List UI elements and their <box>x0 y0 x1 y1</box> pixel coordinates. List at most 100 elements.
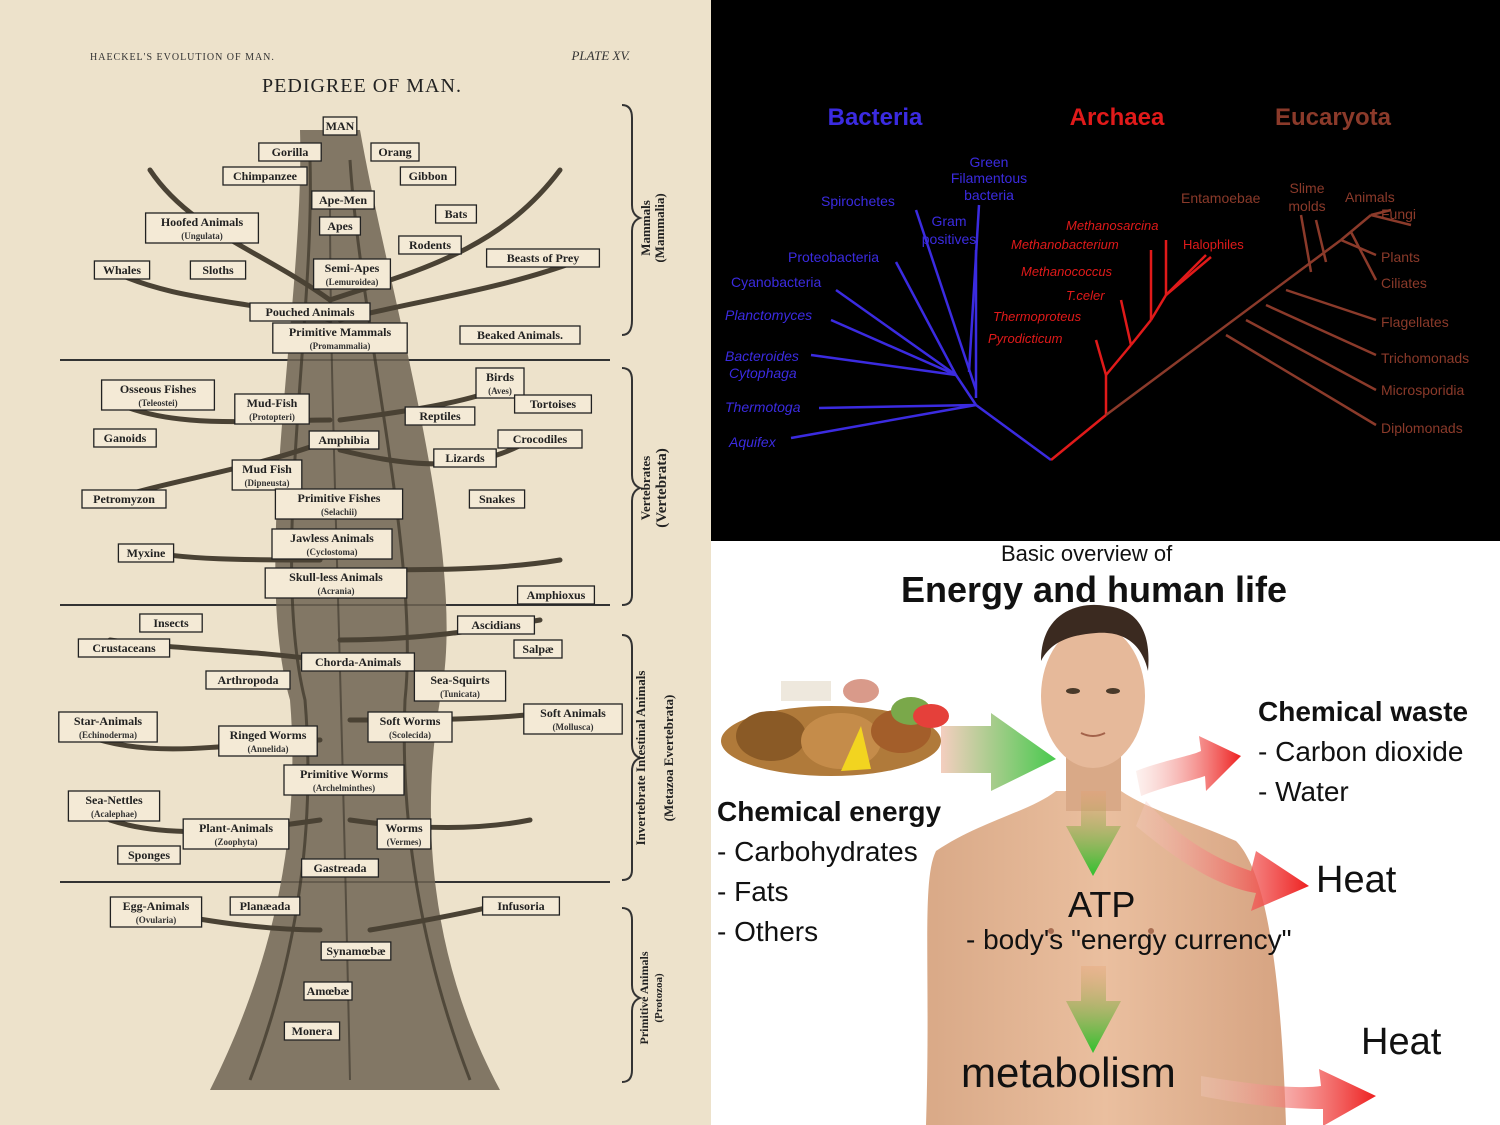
pedigree-node-sublabel: (Aves) <box>488 386 512 396</box>
pedigree-node: Tortoises <box>513 394 593 414</box>
pedigree-node-label: Sea-Squirts <box>430 673 490 687</box>
pedigree-node-sublabel: (Echinoderma) <box>79 730 137 740</box>
pedigree-node-box <box>67 790 161 822</box>
pedigree-node-box <box>77 638 171 658</box>
taxon-cyanobacteria: Cyanobacteria <box>731 274 821 290</box>
pedigree-node-box <box>144 212 260 244</box>
taxon-methanosarcina: Methanosarcina <box>1066 218 1159 233</box>
section-labels: Mammals (Mammalia) Vertebrates (Vertebra… <box>633 193 676 1044</box>
section-label-vertebrates: Vertebrates <box>638 456 653 521</box>
pedigree-node-box <box>322 116 358 136</box>
domain-bacteria: Bacteria <box>828 104 923 131</box>
taxon-molds: molds <box>1288 198 1325 214</box>
pedigree-node-sublabel: (Ovularia) <box>136 915 177 925</box>
pedigree-node: Amœbæ <box>303 981 353 1001</box>
taxon-positives: positives <box>922 231 976 247</box>
pedigree-node: Birds (Aves) <box>475 367 525 399</box>
domain-eucaryota: Eucaryota <box>1275 104 1392 131</box>
pedigree-node-label: Whales <box>103 263 141 277</box>
taxon-thermoproteus: Thermoproteus <box>993 309 1082 324</box>
pedigree-node-sublabel: (Protopteri) <box>249 412 295 422</box>
heat-label-upper: Heat <box>1316 859 1397 901</box>
section-label-invertebrates: Invertebrate Intestinal Animals <box>633 671 648 846</box>
pedigree-node-label: Birds <box>486 370 514 384</box>
pedigree-node-box <box>300 652 416 672</box>
pedigree-node-sublabel: (Acrania) <box>318 586 355 596</box>
pedigree-node: Infusoria <box>481 896 561 916</box>
taxon-bacteria: bacteria <box>964 187 1014 203</box>
chemical-energy-item: - Carbohydrates <box>717 836 918 867</box>
pedigree-node-label: Chimpanzee <box>233 169 298 183</box>
pedigree-node: Lizards <box>433 448 497 468</box>
pedigree-node-sublabel: (Acalephae) <box>91 809 137 819</box>
energy-flow-arrows <box>941 713 1376 1125</box>
energy-title: Energy and human life <box>901 569 1288 610</box>
pedigree-node: Osseous Fishes(Teleostei) <box>100 379 216 411</box>
taxon-halophiles: Halophiles <box>1183 237 1244 252</box>
archaea-branches <box>1050 240 1212 461</box>
pedigree-node-label: Tortoises <box>530 397 577 411</box>
bacteria-labels: Green Filamentous bacteria Spirochetes G… <box>725 154 1027 450</box>
archaea-labels: Methanosarcina Methanobacterium Halophil… <box>988 218 1244 346</box>
pedigree-node-label: Lizards <box>445 451 485 465</box>
pedigree-node-label: Amphibia <box>318 433 369 447</box>
pedigree-node-label: Mud Fish <box>242 462 292 476</box>
pedigree-node-label: Ape-Men <box>319 193 367 207</box>
pedigree-node-box <box>93 428 157 448</box>
pedigree-node-box <box>117 543 175 563</box>
heat-label-lower: Heat <box>1361 1021 1442 1063</box>
pedigree-node-label: Sponges <box>128 848 170 862</box>
pedigree-node-box <box>318 216 362 236</box>
taxon-plants: Plants <box>1381 249 1420 265</box>
pedigree-node-sublabel: (Promammalia) <box>310 341 371 351</box>
pedigree-node-box <box>523 703 623 735</box>
pedigree-node: Primitive Worms(Archelminthes) <box>283 764 405 796</box>
pedigree-node-box <box>218 725 318 757</box>
pedigree-node-label: Amœbæ <box>307 984 350 998</box>
pedigree-node: Worms(Vermes) <box>376 818 432 850</box>
pedigree-node: Petromyzon <box>81 489 167 509</box>
pedigree-node-box <box>258 142 322 162</box>
pedigree-node: Hoofed Animals(Ungulata) <box>144 212 260 244</box>
pedigree-node: Semi-Apes(Lemuroidea) <box>312 258 392 290</box>
pedigree-node-sublabel: (Dipneusta) <box>244 478 289 488</box>
pedigree-node-box <box>516 585 596 605</box>
pedigree-node-sublabel: (Teleostei) <box>138 398 177 408</box>
pedigree-node-label: Infusoria <box>497 899 544 913</box>
pedigree-node-label: Arthropoda <box>217 673 278 687</box>
chemical-waste-item: - Water <box>1258 776 1349 807</box>
pedigree-node-sublabel: (Lemuroidea) <box>326 277 379 287</box>
taxon-methanobacterium: Methanobacterium <box>1011 237 1119 252</box>
pedigree-node-box <box>81 489 167 509</box>
taxon-cytophaga: Cytophaga <box>729 365 797 381</box>
pedigree-node-box <box>93 260 151 280</box>
pedigree-node-label: Primitive Worms <box>300 767 388 781</box>
pedigree-node-box <box>513 639 563 659</box>
waste-arrow <box>1136 736 1241 796</box>
pedigree-node: Soft Animals(Mollusca) <box>523 703 623 735</box>
pedigree-node: Jawless Animals(Cyclostoma) <box>271 528 393 560</box>
pedigree-node-box <box>367 711 453 743</box>
pedigree-node-box <box>320 941 392 961</box>
energy-human-life-panel: Basic overview of Energy and human life … <box>711 541 1500 1125</box>
pedigree-node-sublabel: (Tunicata) <box>440 689 480 699</box>
taxon-slime: Slime <box>1289 180 1324 196</box>
pedigree-node: Arthropoda <box>205 670 291 690</box>
pedigree-node-label: Planæada <box>240 899 291 913</box>
pedigree-node-label: Bats <box>445 207 468 221</box>
pedigree-node-label: Primitive Fishes <box>298 491 381 505</box>
pedigree-node-label: Soft Animals <box>540 706 606 720</box>
pedigree-node-box <box>468 489 526 509</box>
pedigree-node-box <box>109 896 203 928</box>
pedigree-node-label: Beasts of Prey <box>507 251 579 265</box>
section-label-mammals: Mammals <box>638 200 653 256</box>
pedigree-node-box <box>497 429 583 449</box>
pedigree-node: Amphioxus <box>516 585 596 605</box>
pedigree-node-box <box>58 711 158 743</box>
pedigree-node-label: Monera <box>292 1024 333 1038</box>
pedigree-node-sublabel: (Scolecida) <box>389 730 431 740</box>
pedigree-node: Gorilla <box>258 142 322 162</box>
pedigree-node-box <box>456 615 536 635</box>
chemical-energy-item: - Others <box>717 916 819 947</box>
pedigree-node-sublabel: (Annelida) <box>247 744 288 754</box>
